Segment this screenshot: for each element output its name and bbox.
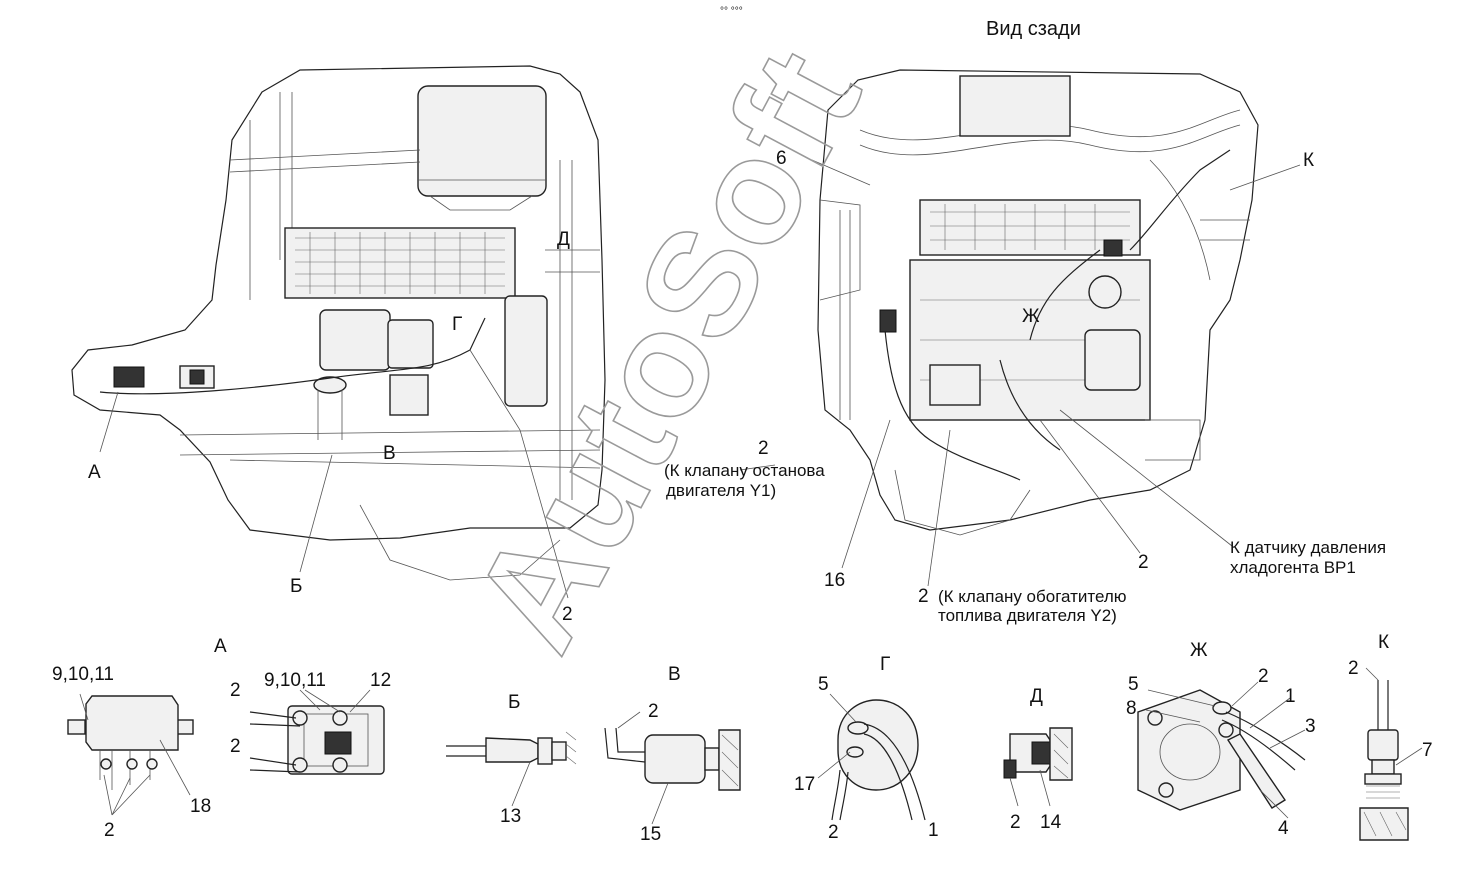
detail-g-label-1: 5 xyxy=(818,674,829,695)
detail-k-label-1: 2 xyxy=(1348,658,1359,679)
detail-zh-title: Ж xyxy=(1190,640,1208,661)
detail-a-label-1: 9,10,11 xyxy=(52,664,114,685)
detail-zh-label-3: 8 xyxy=(1126,698,1137,719)
detail-a-label-7: 2 xyxy=(230,736,241,757)
enricher-num: 2 xyxy=(918,586,929,607)
detail-a-label-2: 2 xyxy=(230,680,241,701)
detail-g-label-2: 17 xyxy=(794,774,815,795)
stop-valve-note-1: (К клапану останова xyxy=(664,461,825,480)
detail-v-title: В xyxy=(668,664,681,685)
detail-v xyxy=(604,711,741,825)
enricher-note-2: топлива двигателя Y2) xyxy=(938,606,1117,625)
stop-valve-num: 2 xyxy=(758,438,769,459)
detail-zh-label-4: 1 xyxy=(1285,686,1296,707)
detail-zh-label-6: 4 xyxy=(1278,818,1289,839)
detail-a-label-4: 2 xyxy=(104,820,115,841)
detail-zh-label-5: 3 xyxy=(1305,716,1316,737)
detail-g-label-4: 1 xyxy=(928,820,939,841)
callout-k: К xyxy=(1303,150,1314,171)
detail-a-label-5: 9,10,11 xyxy=(264,670,326,691)
detail-k xyxy=(1359,667,1423,841)
callout-16: 16 xyxy=(824,570,845,591)
front-engine-view xyxy=(71,65,606,581)
detail-zh xyxy=(1137,681,1306,819)
detail-d-label-1: 2 xyxy=(1010,812,1021,833)
callout-6: 6 xyxy=(776,148,787,169)
detail-a-title: А xyxy=(214,636,227,657)
detail-k-title: К xyxy=(1378,632,1389,653)
detail-v-label-2: 15 xyxy=(640,824,661,845)
callout-rear-2: 2 xyxy=(1138,552,1149,573)
detail-a xyxy=(67,689,385,816)
detail-g-title: Г xyxy=(880,654,890,675)
callout-a: А xyxy=(88,462,101,483)
detail-b-label-1: 13 xyxy=(500,806,521,827)
detail-zh-label-2: 2 xyxy=(1258,666,1269,687)
callout-d: Д xyxy=(557,229,570,250)
enricher-note-1: (К клапану обогатителю xyxy=(938,587,1127,606)
detail-g xyxy=(817,693,926,821)
detail-b-title: Б xyxy=(508,692,520,713)
labels: °° °°° Вид сзади А Б В Г Д 2 2 (К клапан… xyxy=(52,6,1433,845)
sensor-note-2: хладогента ВР1 xyxy=(1230,558,1356,577)
detail-zh-label-1: 5 xyxy=(1128,674,1139,695)
top-marks: °° °°° xyxy=(720,6,743,17)
detail-b xyxy=(446,731,577,807)
callout-front-2: 2 xyxy=(562,604,573,625)
detail-k-label-2: 7 xyxy=(1422,740,1433,761)
detail-a-label-3: 18 xyxy=(190,796,211,817)
rear-engine-view xyxy=(817,69,1259,536)
detail-a-label-6: 12 xyxy=(370,670,391,691)
stop-valve-note-2: двигателя Y1) xyxy=(666,481,776,500)
callout-zh: Ж xyxy=(1022,306,1040,327)
detail-d-title: Д xyxy=(1030,686,1043,707)
leader-lines xyxy=(99,159,1301,599)
detail-d xyxy=(1003,727,1073,807)
callout-g: Г xyxy=(452,314,462,335)
sensor-note-1: К датчику давления xyxy=(1230,538,1386,557)
callout-b: Б xyxy=(290,576,302,597)
detail-d-label-2: 14 xyxy=(1040,812,1062,833)
callout-v: В xyxy=(383,443,396,464)
detail-v-label-1: 2 xyxy=(648,701,659,722)
detail-g-label-3: 2 xyxy=(828,822,839,843)
rear-view-title: Вид сзади xyxy=(986,18,1081,40)
